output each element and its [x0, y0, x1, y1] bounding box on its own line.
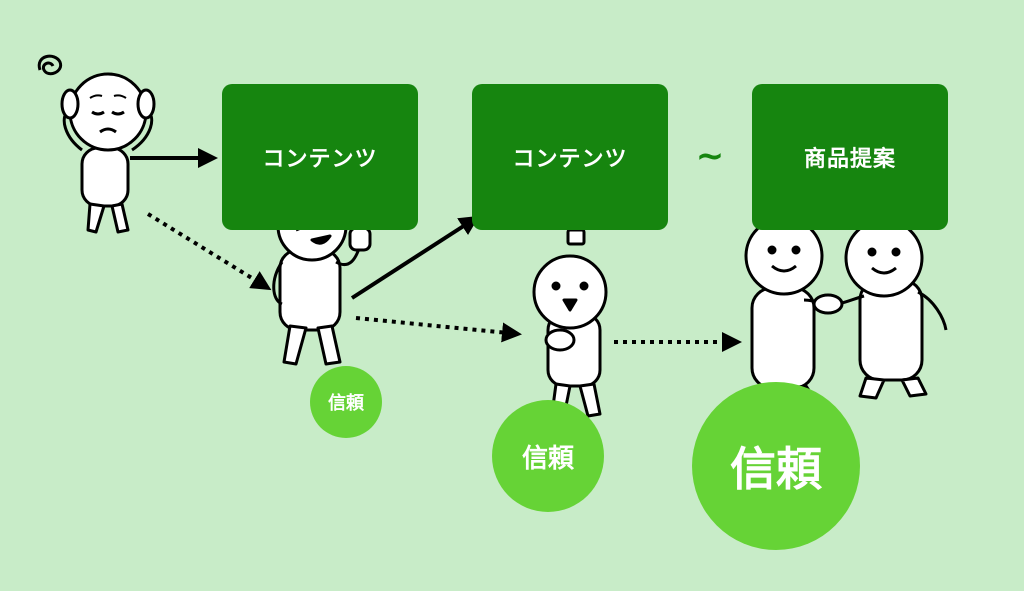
content-box-2-label: コンテンツ — [512, 147, 628, 172]
trust-circle-large: 信頼 — [692, 382, 860, 550]
dotted-arrow-person2-to-person3 — [355, 316, 522, 343]
product-proposal-box: 商品提案 — [752, 84, 948, 230]
confused-person-figure — [37, 54, 156, 234]
trust-label-small: 信頼 — [328, 393, 364, 414]
product-proposal-label: 商品提案 — [803, 147, 896, 172]
content-box-1: コンテンツ — [222, 84, 418, 230]
arrow-person2-to-content2 — [350, 215, 480, 300]
tilde-separator: ~ — [695, 136, 725, 176]
content-box-2: コンテンツ — [472, 84, 668, 230]
dotted-arrow-person1-to-person2 — [146, 212, 272, 291]
trust-circle-medium: 信頼 — [492, 400, 604, 512]
trust-circle-small: 信頼 — [310, 366, 382, 438]
content-box-1-label: コンテンツ — [262, 147, 378, 172]
handshake-figures — [744, 216, 948, 404]
trust-label-large: 信頼 — [730, 442, 822, 496]
trust-label-medium: 信頼 — [521, 443, 574, 474]
